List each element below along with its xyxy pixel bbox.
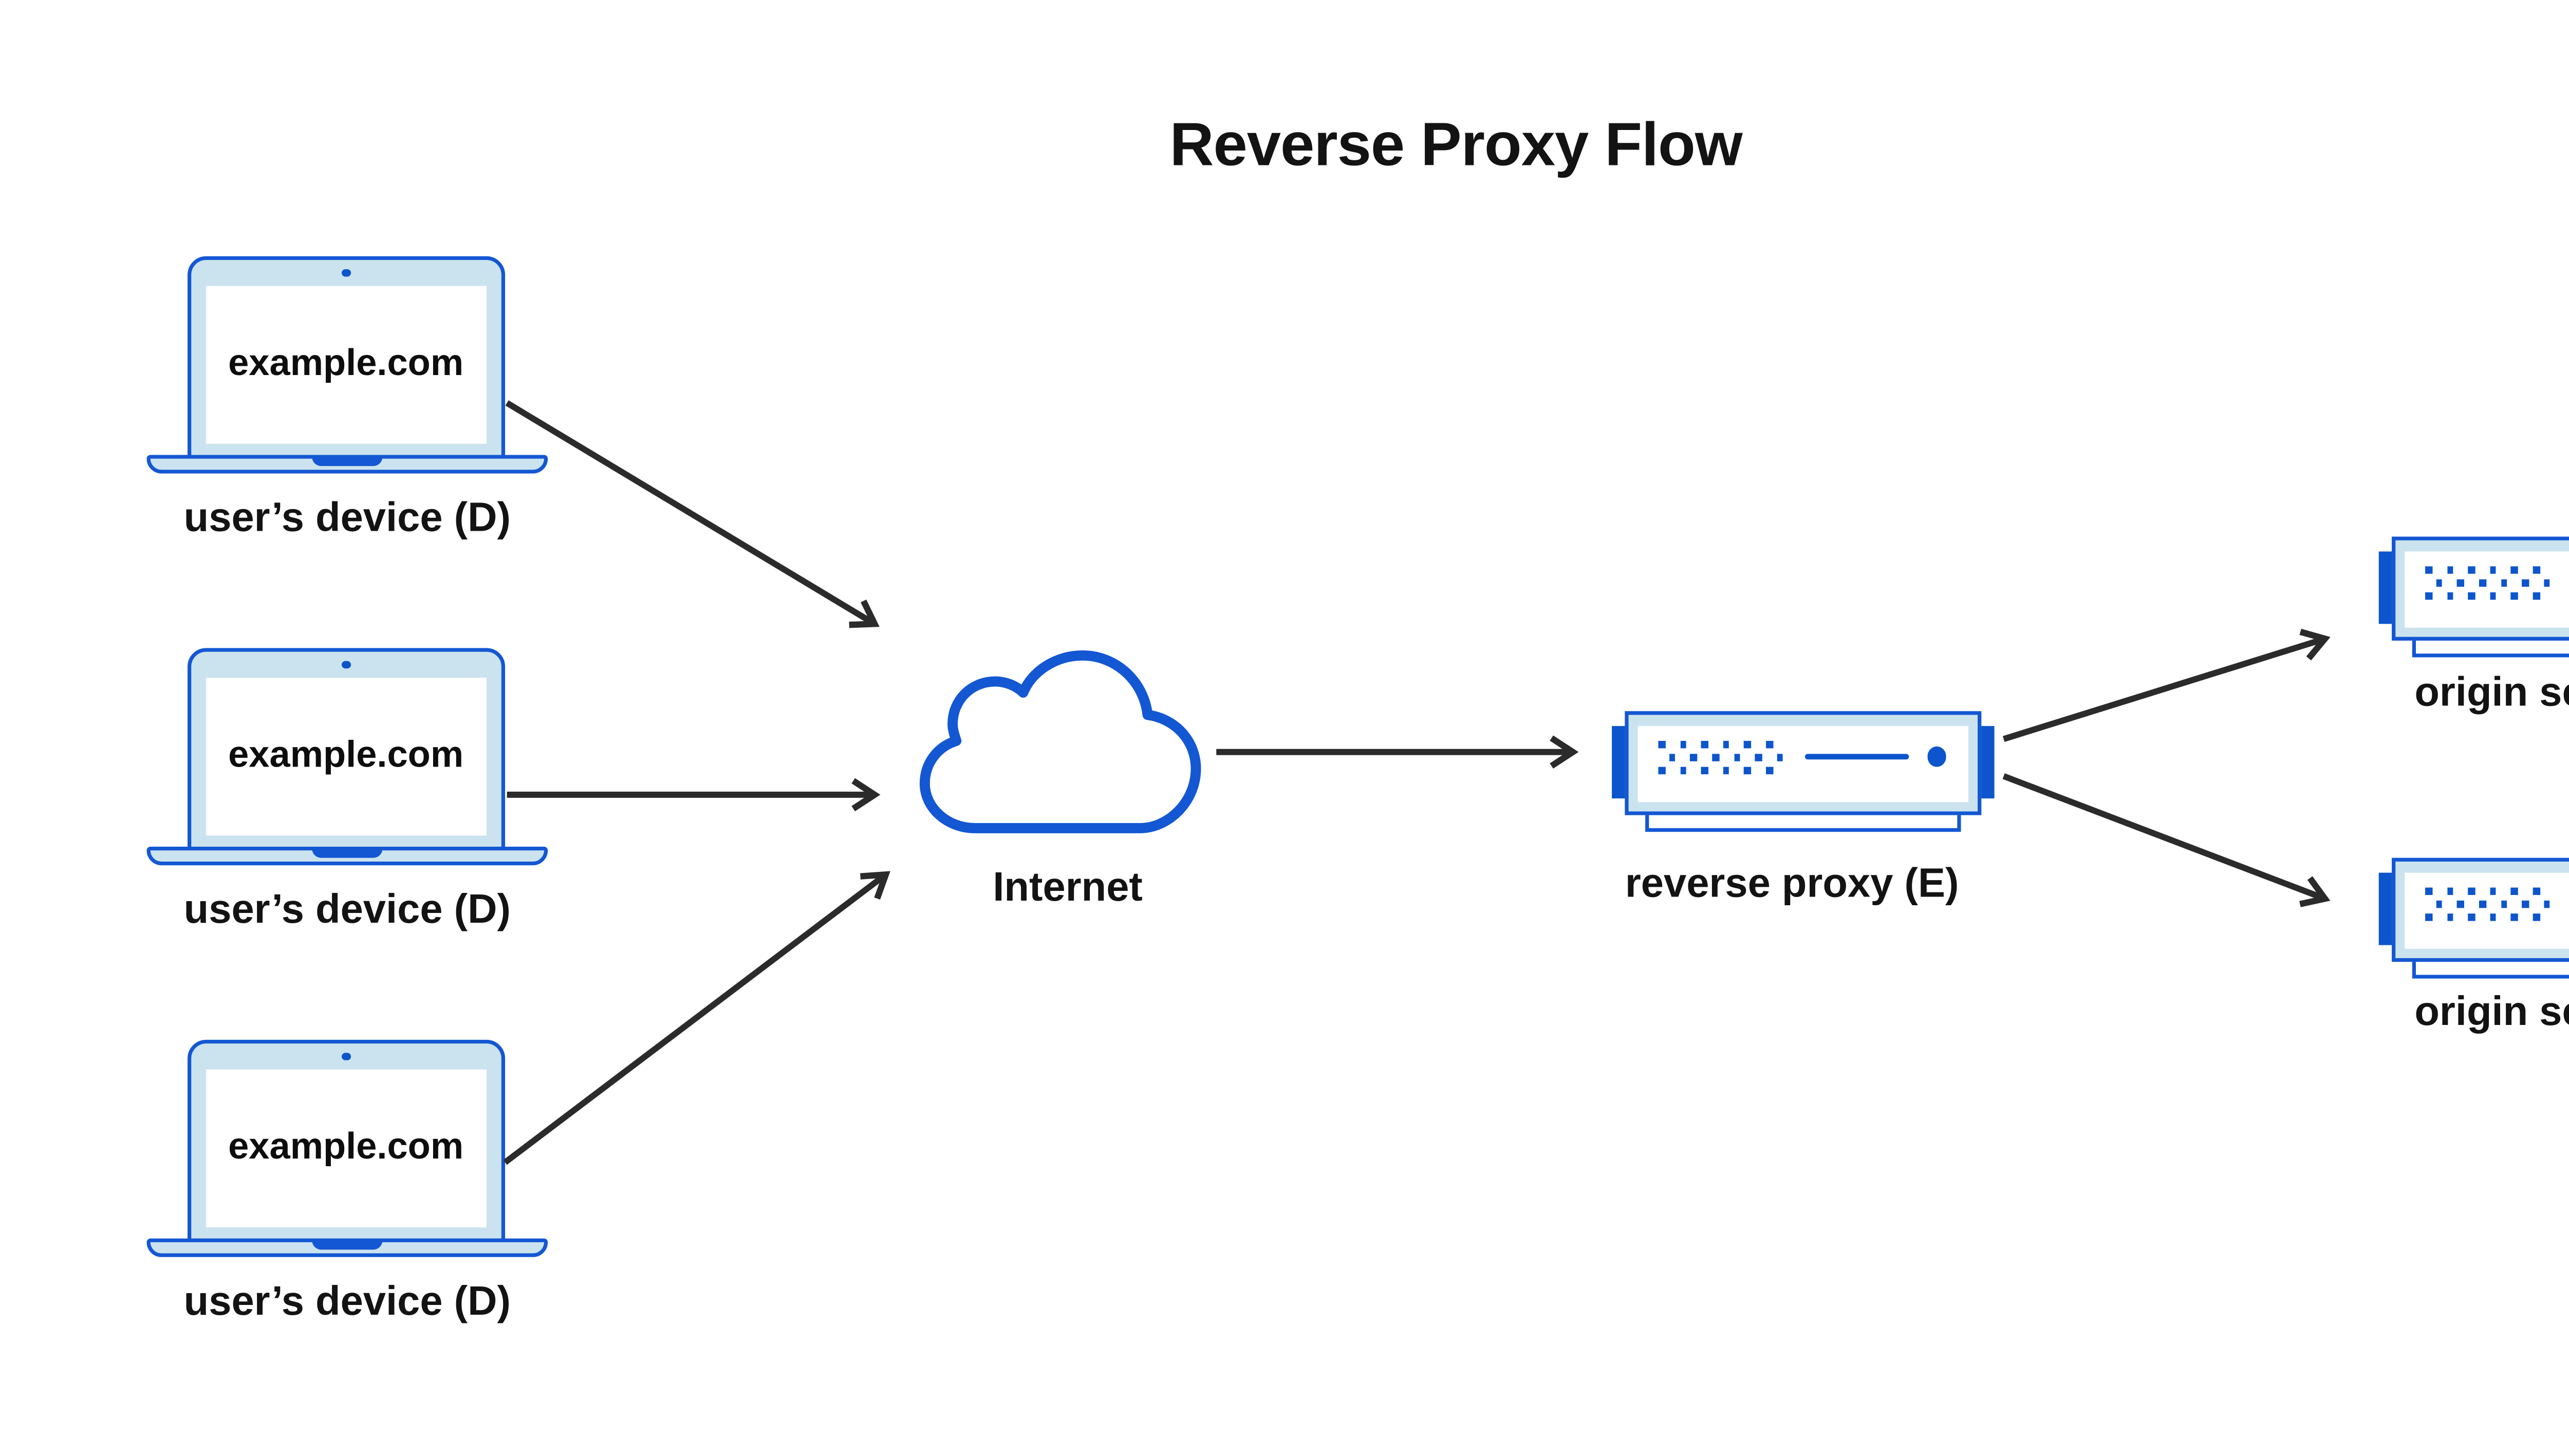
camera-dot-icon: [342, 268, 351, 277]
server-front-panel: [1637, 725, 1969, 801]
server-icon-origin-2: [2378, 857, 2569, 978]
laptop-screen: example.com: [205, 677, 487, 835]
arrow-device3-to-internet: [503, 871, 890, 1165]
laptop-base-notch: [312, 457, 383, 465]
server-icon-origin-1: [2378, 536, 2569, 657]
camera-dot-icon: [342, 1052, 351, 1060]
device-1-label: user’s device (D): [183, 494, 511, 540]
arrow-proxy-to-origin2: [2002, 773, 2331, 907]
internet-label: Internet: [993, 863, 1143, 910]
laptop-screen: example.com: [205, 285, 487, 443]
laptop-lid: example.com: [188, 1039, 506, 1242]
server-slot-line: [1804, 753, 1909, 759]
server-vent-dots: [1658, 741, 1792, 774]
laptop-base: [146, 846, 548, 865]
server-vent-dots: [2425, 566, 2559, 600]
origin-server-2-label: origin server (F): [2414, 987, 2569, 1035]
laptop-base: [146, 1237, 548, 1256]
camera-dot-icon: [342, 660, 351, 669]
laptop-icon-device-1: example.com: [146, 256, 548, 473]
internet-cloud-icon: [919, 650, 1201, 833]
server-led-icon: [1927, 746, 1946, 766]
arrow-device1-to-internet: [505, 400, 880, 628]
arrow-proxy-to-origin1: [2002, 628, 2331, 742]
laptop-lid: example.com: [188, 256, 506, 459]
laptop-screen: example.com: [205, 1068, 487, 1227]
server-icon-reverse-proxy: [1612, 711, 1995, 831]
device-screen-url: example.com: [228, 1126, 464, 1167]
origin-server-1-label: origin server (F): [2414, 668, 2569, 715]
laptop-base: [146, 454, 548, 473]
device-2-label: user’s device (D): [183, 885, 511, 932]
server-front-panel: [2405, 871, 2569, 948]
laptop-icon-device-2: example.com: [146, 648, 548, 865]
server-vent-dots: [2425, 887, 2559, 921]
laptop-base-notch: [312, 1240, 383, 1249]
server-front-panel: [2405, 550, 2569, 627]
device-screen-url: example.com: [228, 342, 464, 384]
device-3-label: user’s device (D): [183, 1277, 511, 1324]
laptop-icon-device-3: example.com: [146, 1039, 548, 1256]
page-title: Reverse Proxy Flow: [1169, 109, 1742, 178]
laptop-base-notch: [312, 848, 383, 857]
laptop-lid: example.com: [188, 648, 506, 851]
device-screen-url: example.com: [228, 734, 464, 775]
reverse-proxy-label: reverse proxy (E): [1625, 860, 1959, 906]
